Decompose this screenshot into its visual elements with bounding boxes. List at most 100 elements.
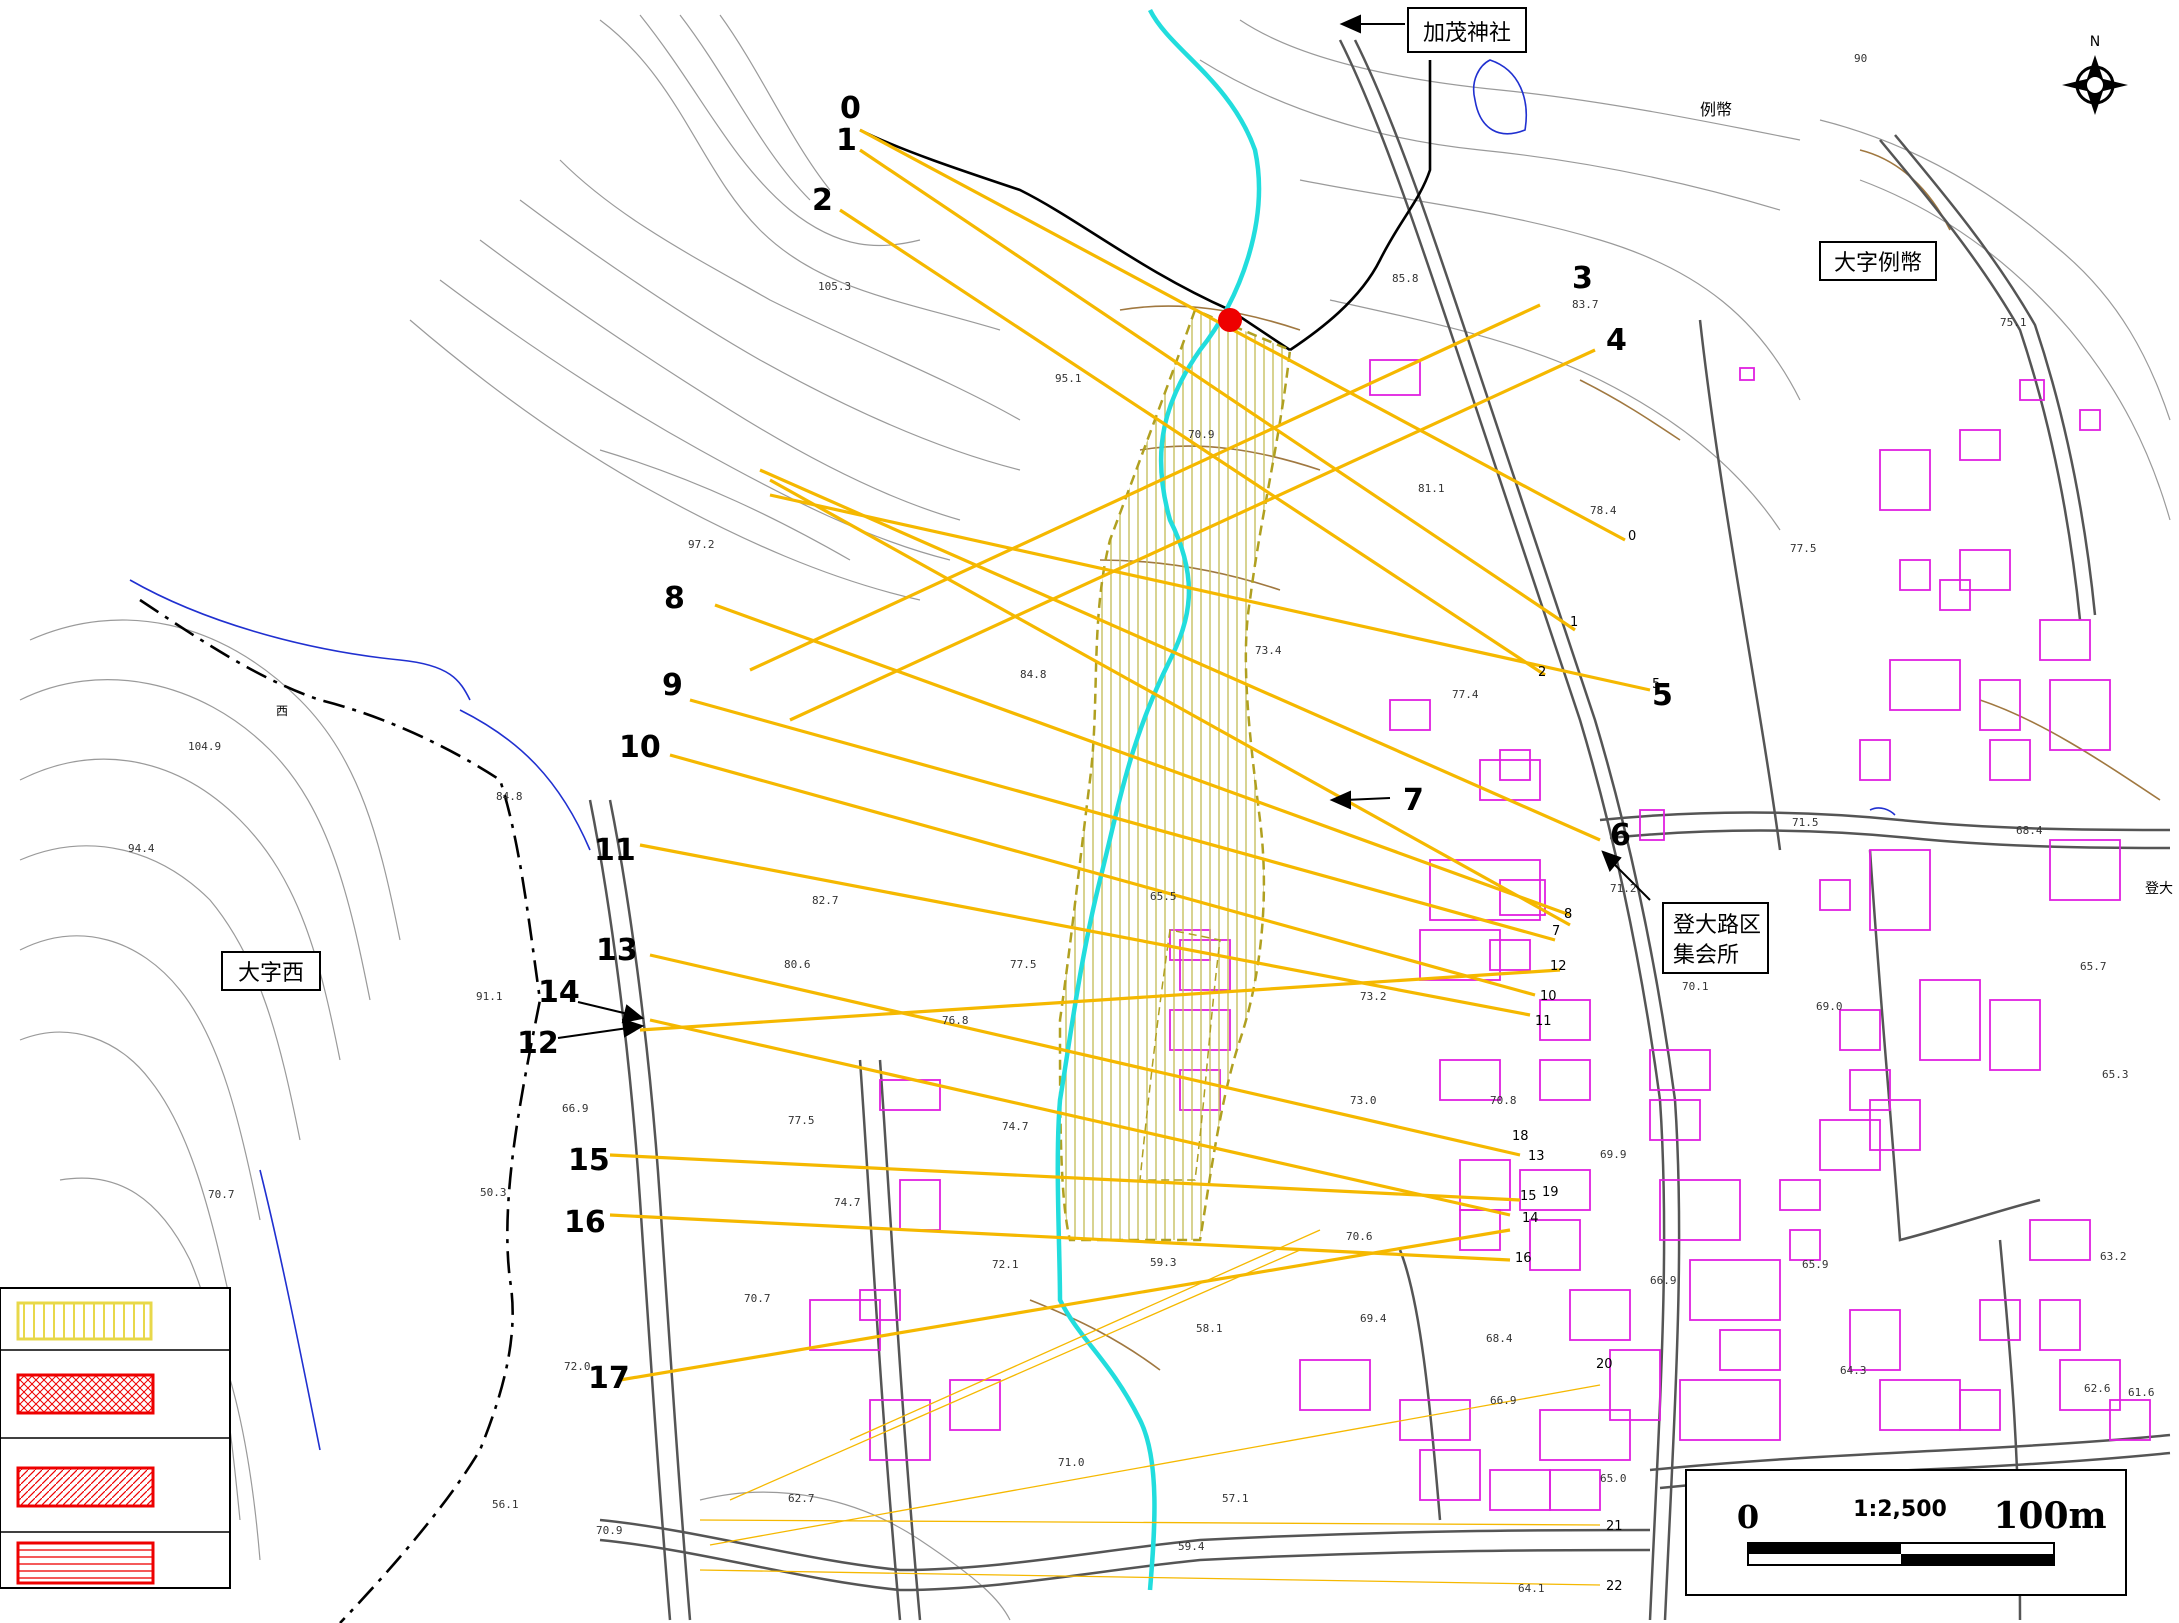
compass-north-label: N xyxy=(2090,34,2100,50)
section-label: 10 xyxy=(619,730,661,765)
svg-text:59.3: 59.3 xyxy=(1150,1256,1177,1269)
svg-text:77.5: 77.5 xyxy=(1010,958,1037,971)
section-line-12 xyxy=(639,968,1561,1032)
svg-text:57.1: 57.1 xyxy=(1222,1492,1249,1505)
legend xyxy=(0,1287,231,1589)
svg-text:66.9: 66.9 xyxy=(1490,1394,1517,1407)
section-line-17 xyxy=(619,1228,1511,1382)
section-label: 3 xyxy=(1572,261,1593,296)
roads xyxy=(588,39,2171,1621)
legend-swatch-red-horiz xyxy=(16,1541,155,1585)
section-line-0 xyxy=(859,128,1626,542)
svg-text:73.4: 73.4 xyxy=(1255,644,1282,657)
svg-text:7: 7 xyxy=(1552,924,1560,939)
svg-text:22: 22 xyxy=(1606,1579,1623,1594)
svg-text:68.4: 68.4 xyxy=(1486,1332,1513,1345)
svg-text:75.1: 75.1 xyxy=(2000,316,2027,329)
svg-text:69.4: 69.4 xyxy=(1360,1312,1387,1325)
section-number-labels: 0 1 2 3 4 5 6 7 8 9 10 11 12 13 14 15 16… xyxy=(517,91,1673,1396)
svg-text:77.5: 77.5 xyxy=(788,1114,815,1127)
svg-text:73.0: 73.0 xyxy=(1350,1094,1377,1107)
svg-text:18: 18 xyxy=(1512,1129,1529,1144)
svg-text:70.6: 70.6 xyxy=(1346,1230,1373,1243)
svg-text:65.7: 65.7 xyxy=(2080,960,2107,973)
svg-text:90: 90 xyxy=(1854,52,1867,65)
section-line-1 xyxy=(859,148,1576,632)
section-label: 8 xyxy=(664,581,685,616)
svg-text:74.7: 74.7 xyxy=(1002,1120,1029,1133)
svg-text:72.1: 72.1 xyxy=(992,1258,1019,1271)
stream xyxy=(1055,8,1262,1591)
section-label: 16 xyxy=(564,1205,606,1240)
legend-swatch-yellow xyxy=(16,1301,153,1341)
svg-text:2: 2 xyxy=(1538,665,1546,680)
svg-text:61.6: 61.6 xyxy=(2128,1386,2155,1399)
section-line-16 xyxy=(609,1213,1511,1262)
legend-swatch-red-diag xyxy=(16,1466,155,1508)
reihei-small-label: 例幣 xyxy=(1700,100,1732,119)
svg-text:91.1: 91.1 xyxy=(476,990,503,1003)
section-line-4 xyxy=(789,348,1596,722)
svg-text:72.0: 72.0 xyxy=(564,1360,591,1373)
svg-text:大字例幣: 大字例幣 xyxy=(1834,251,1922,276)
svg-text:66.9: 66.9 xyxy=(1650,1274,1677,1287)
svg-text:65.5: 65.5 xyxy=(1150,890,1177,903)
svg-text:69.9: 69.9 xyxy=(1600,1148,1627,1161)
section-label: 7 xyxy=(1403,783,1424,818)
section-line-15 xyxy=(609,1153,1521,1202)
nishi-small-label: 西 xyxy=(276,704,288,718)
svg-text:95.1: 95.1 xyxy=(1055,372,1082,385)
svg-text:62.6: 62.6 xyxy=(2084,1382,2111,1395)
svg-text:70.8: 70.8 xyxy=(1490,1094,1517,1107)
section-line-10 xyxy=(669,753,1536,997)
section-end-labels: 0 1 2 5 7 8 12 10 11 18 13 19 15 14 16 2… xyxy=(1512,529,1660,1594)
north-compass-icon: N xyxy=(2062,34,2128,115)
svg-text:65.9: 65.9 xyxy=(1802,1258,1829,1271)
section-label: 13 xyxy=(596,933,638,968)
svg-text:81.1: 81.1 xyxy=(1418,482,1445,495)
svg-text:70.9: 70.9 xyxy=(1188,428,1215,441)
section-line-11 xyxy=(639,843,1531,1017)
oaza-reihei-label: 大字例幣 xyxy=(1819,241,1937,281)
section-line-9 xyxy=(689,698,1556,942)
start-point-marker xyxy=(1218,308,1242,332)
svg-text:1:2,500: 1:2,500 xyxy=(1853,1497,1947,1522)
legend-swatch-red-cross xyxy=(16,1373,155,1415)
section-label: 15 xyxy=(568,1143,610,1178)
svg-text:16: 16 xyxy=(1515,1251,1532,1266)
svg-text:20: 20 xyxy=(1596,1357,1613,1372)
svg-text:1: 1 xyxy=(1570,615,1578,630)
svg-text:83.7: 83.7 xyxy=(1572,298,1599,311)
to-edge-label: 登大 xyxy=(2145,881,2173,897)
svg-text:大字西: 大字西 xyxy=(238,961,304,986)
svg-text:21: 21 xyxy=(1606,1519,1623,1534)
oaza-nishi-label: 大字西 xyxy=(221,951,321,991)
svg-text:73.2: 73.2 xyxy=(1360,990,1387,1003)
designated-area-hatch xyxy=(1058,308,1292,1242)
arrows xyxy=(557,14,1651,1039)
svg-text:85.8: 85.8 xyxy=(1392,272,1419,285)
svg-text:14: 14 xyxy=(1522,1211,1539,1226)
designated-area-inner xyxy=(1139,929,1221,1181)
svg-text:66.9: 66.9 xyxy=(562,1102,589,1115)
section-label: 0 xyxy=(840,91,861,126)
section-label: 11 xyxy=(594,833,636,868)
svg-text:82.7: 82.7 xyxy=(812,894,839,907)
svg-text:0: 0 xyxy=(1628,529,1636,544)
svg-text:64.1: 64.1 xyxy=(1518,1582,1545,1595)
svg-text:62.7: 62.7 xyxy=(788,1492,815,1505)
svg-text:19: 19 xyxy=(1542,1185,1559,1200)
svg-text:80.6: 80.6 xyxy=(784,958,811,971)
section-label: 5 xyxy=(1652,678,1673,713)
svg-text:5: 5 xyxy=(1652,677,1660,692)
section-label: 6 xyxy=(1610,818,1631,853)
svg-text:94.4: 94.4 xyxy=(128,842,155,855)
svg-text:56.1: 56.1 xyxy=(492,1498,519,1511)
svg-text:登大路区: 登大路区 xyxy=(1673,913,1761,938)
section-label: 12 xyxy=(517,1026,559,1061)
section-label: 9 xyxy=(662,668,683,703)
svg-text:71.2: 71.2 xyxy=(1610,882,1637,895)
svg-text:63.2: 63.2 xyxy=(2100,1250,2127,1263)
svg-text:70.1: 70.1 xyxy=(1682,980,1709,993)
